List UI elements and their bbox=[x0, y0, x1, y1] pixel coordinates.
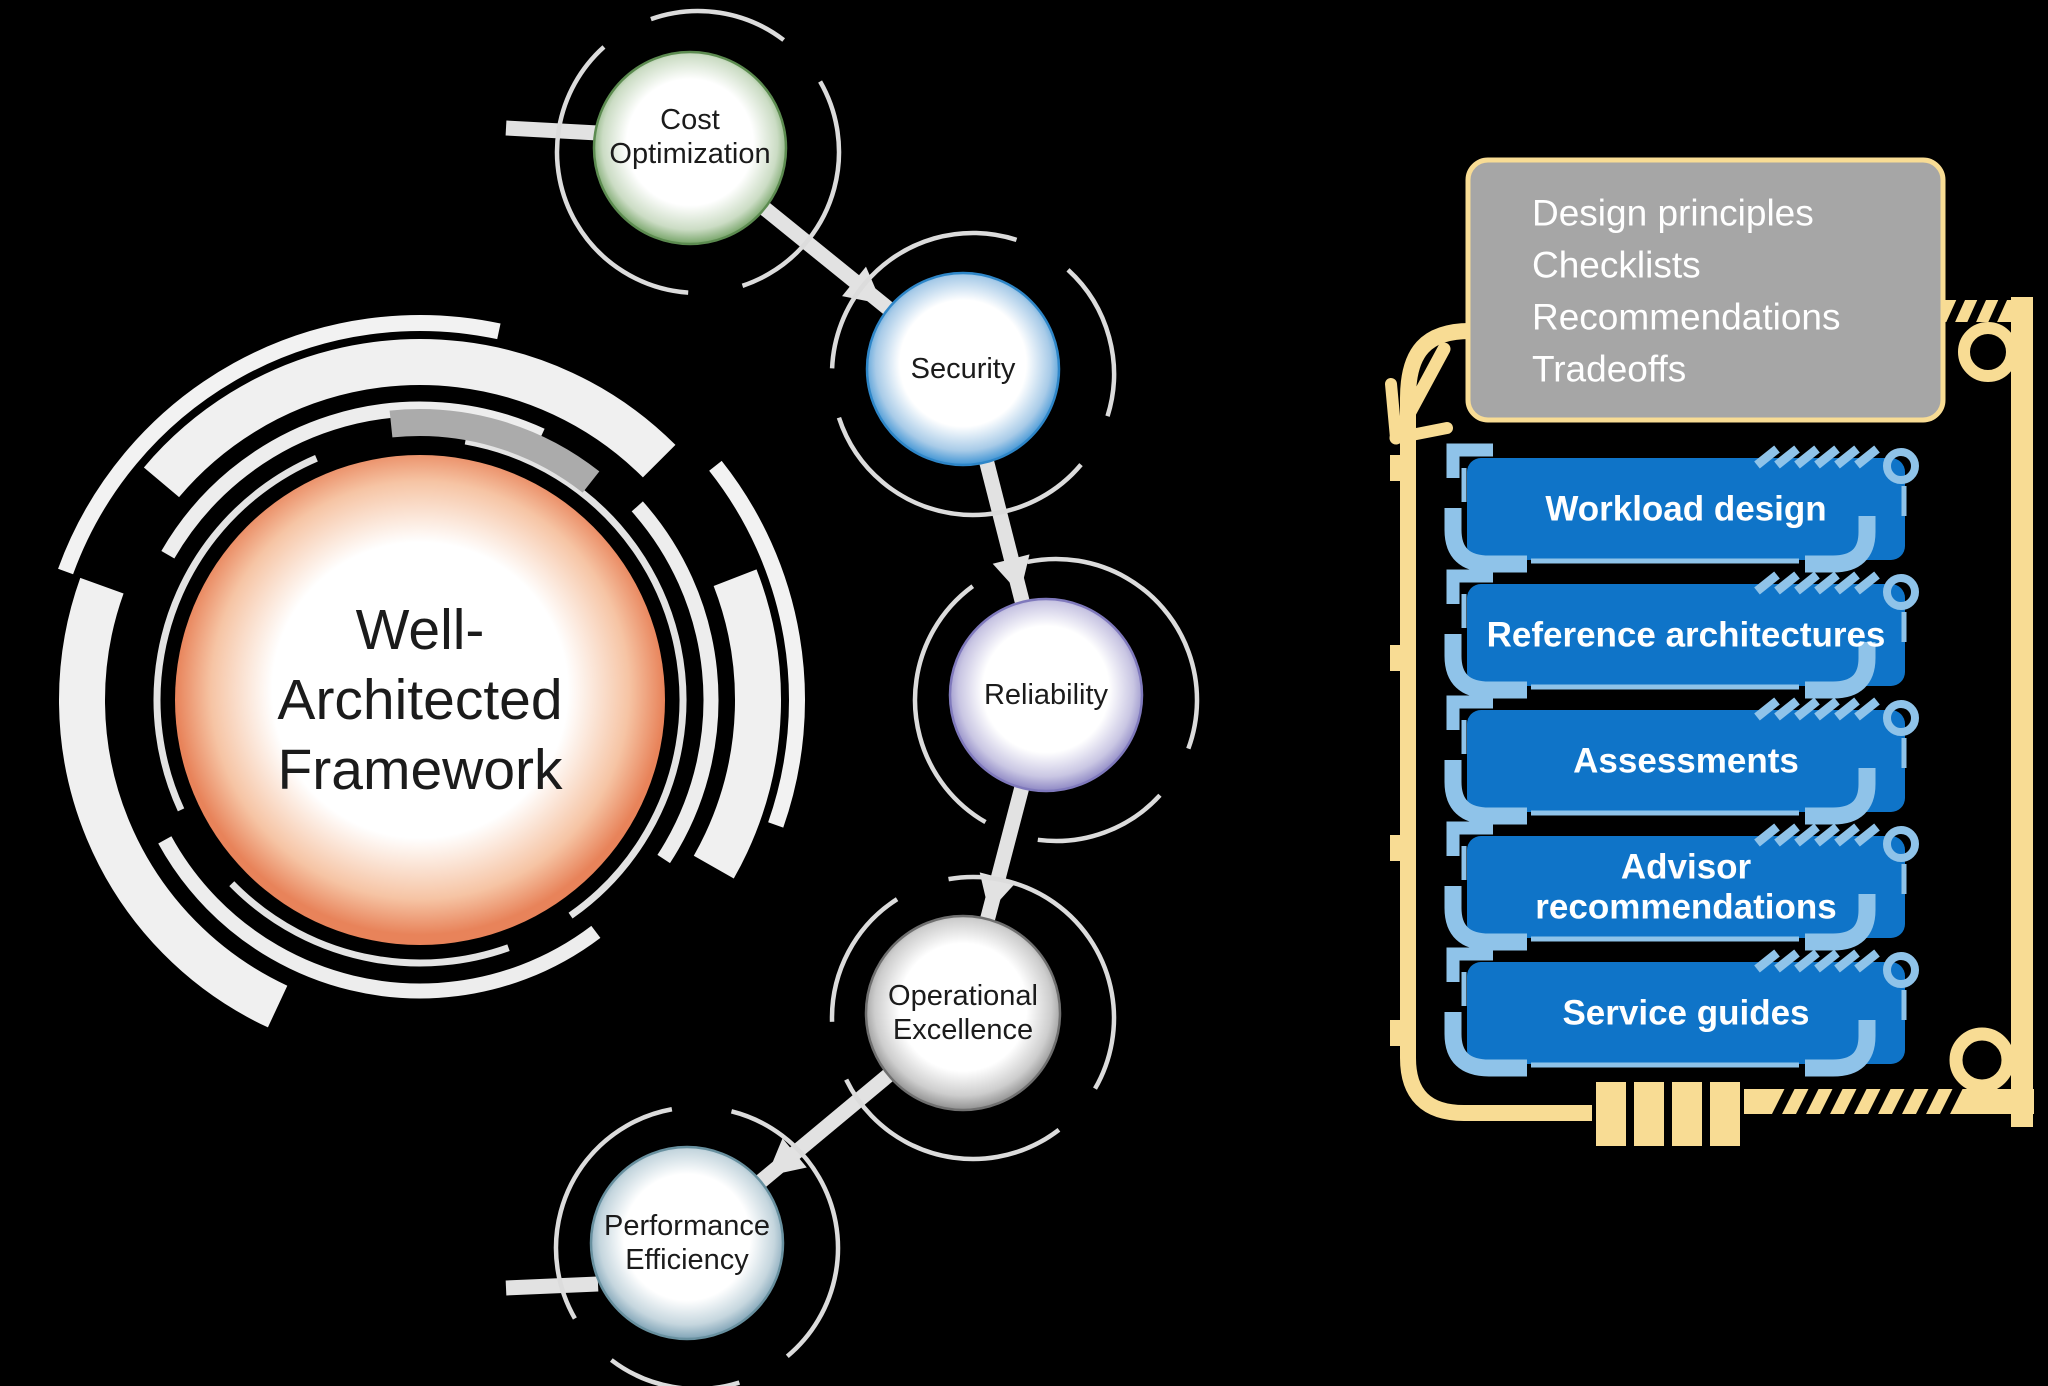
pillar-label-line1: Security bbox=[911, 353, 1016, 385]
pillar-label-line2: Optimization bbox=[609, 138, 770, 170]
guidance-box: Design principles Checklists Recommendat… bbox=[1465, 157, 1946, 423]
pillar-label-line2: Excellence bbox=[893, 1014, 1033, 1046]
connector-stub-bottom bbox=[505, 1276, 599, 1296]
gold-frame-tab bbox=[1672, 1082, 1702, 1146]
pillar-circle bbox=[865, 271, 1061, 467]
orbit-arc-outer bbox=[35, 315, 805, 1085]
hub-title-line3: Framework bbox=[277, 738, 563, 802]
pillar-circle bbox=[948, 597, 1144, 793]
resource-label-advisor-line2: recommendations bbox=[1535, 888, 1836, 927]
orbit-arc-inner bbox=[153, 433, 687, 967]
guidance-line-design-principles: Design principles bbox=[1532, 193, 1814, 234]
gold-frame-right-rail bbox=[2011, 297, 2033, 1127]
arrowhead-into-perf bbox=[767, 1138, 807, 1176]
hub-title-line2: Architected bbox=[277, 668, 562, 732]
pillar-circle bbox=[589, 1145, 785, 1341]
ring-security bbox=[829, 230, 1117, 518]
orbit-arc-band bbox=[59, 339, 781, 1061]
resource-label-workload-design: Workload design bbox=[1545, 490, 1826, 529]
pillar-operational-excellence: Operational Excellence bbox=[864, 914, 1062, 1112]
gold-frame-tab bbox=[1634, 1082, 1664, 1146]
orbit-arc-mid bbox=[121, 401, 719, 999]
guidance-line-recommendations: Recommendations bbox=[1532, 297, 1840, 338]
hub-orbit-arcs bbox=[35, 315, 805, 1085]
gold-frame-notch bbox=[1390, 455, 1412, 481]
gold-frame-bottom-loop bbox=[1949, 1027, 2015, 1093]
gold-frame-notch bbox=[1390, 645, 1412, 671]
ring-reliability bbox=[912, 556, 1200, 844]
guidance-box-panel bbox=[1465, 157, 1946, 423]
hub: Well- Architected Framework bbox=[175, 455, 665, 945]
pillar-label-line1: Operational bbox=[888, 980, 1038, 1012]
pillar-label-line1: Cost bbox=[660, 104, 720, 136]
pillar-label-line2: Efficiency bbox=[625, 1244, 749, 1276]
gold-frame-tab bbox=[1710, 1082, 1740, 1146]
pillar-security: Security bbox=[865, 271, 1061, 467]
arrowhead-into-reliability bbox=[992, 554, 1030, 594]
hub-title-line1: Well- bbox=[356, 598, 485, 662]
pillar-label-line1: Reliability bbox=[984, 679, 1109, 711]
gold-frame-bottom-hatches bbox=[1770, 1083, 1964, 1121]
resource-list: Workload design Reference architectures … bbox=[1453, 449, 1915, 1068]
gold-frame-notch bbox=[1390, 1020, 1412, 1046]
gold-frame-top-loop bbox=[1958, 322, 2018, 382]
pillar-circle bbox=[864, 914, 1062, 1112]
gold-frame-arrow bbox=[1385, 342, 1453, 445]
ring-operational-excellence bbox=[829, 874, 1117, 1162]
gold-frame-tab bbox=[1596, 1082, 1626, 1146]
gold-frame-left-rail bbox=[1400, 323, 1592, 1121]
resource-label-assessments: Assessments bbox=[1573, 742, 1799, 781]
pillar-cost-optimization: Cost Optimization bbox=[592, 50, 788, 246]
hub-circle bbox=[175, 455, 665, 945]
pillar-circle bbox=[592, 50, 788, 246]
guidance-line-checklists: Checklists bbox=[1532, 245, 1701, 286]
resource-label-service-guides: Service guides bbox=[1562, 994, 1809, 1033]
pillar-reliability: Reliability bbox=[948, 597, 1144, 793]
pillar-rings bbox=[553, 8, 1200, 1386]
gold-frame-notch bbox=[1390, 835, 1412, 861]
orbit-arc-dark-segment bbox=[389, 409, 600, 493]
pillar-label-line1: Performance bbox=[604, 1210, 770, 1242]
connector-stub-top bbox=[505, 120, 599, 141]
gold-frame bbox=[1385, 295, 2034, 1146]
guidance-line-tradeoffs: Tradeoffs bbox=[1532, 349, 1686, 390]
ring-performance-efficiency bbox=[553, 1104, 841, 1386]
pillar-performance-efficiency: Performance Efficiency bbox=[589, 1145, 785, 1341]
resource-label-advisor-line1: Advisor bbox=[1621, 848, 1752, 887]
resource-label-reference-architectures: Reference architectures bbox=[1487, 616, 1886, 655]
